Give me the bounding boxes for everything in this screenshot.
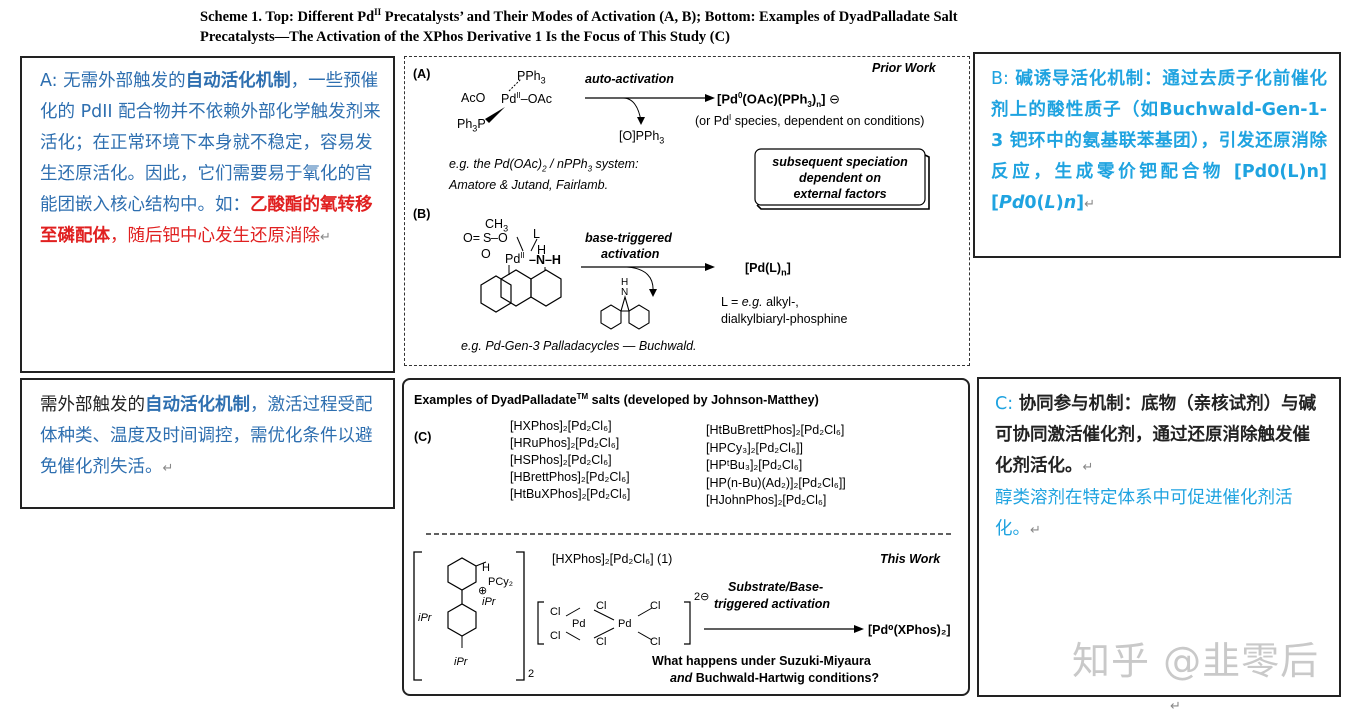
salt-item: [HPCy₃]₂[Pd₂Cl₆]] xyxy=(706,440,803,455)
chloride: Cl xyxy=(550,630,561,642)
annotation-box-auto: 需外部触发的自动活化机制，激活过程受配体种类、温度及时间调控，需优化条件以避免催… xyxy=(20,378,395,509)
pd0-xphos-product: [Pd⁰(XPhos)₂] xyxy=(868,623,951,637)
phosphonium-charge: ⊕ xyxy=(478,585,488,597)
scheme-panel-ab: (A) Prior Work PPh3 AcO PdII–OAc Ph3P au… xyxy=(404,56,970,366)
salt-item: [HXPhos]₂[Pd₂Cl₆] xyxy=(510,419,612,433)
amine-h: H xyxy=(537,243,547,257)
auto-activation-label: auto-activation xyxy=(585,72,674,86)
annotation-box-b: B: 碱诱导活化机制：通过去质子化前催化剂上的酸性质子（如Buchwald-Ge… xyxy=(973,52,1341,258)
sulfonyl-o-eq: O= xyxy=(463,231,481,245)
ligand-l: L xyxy=(533,227,540,241)
methyl-group: CH3 xyxy=(485,217,509,234)
annotation-box-c: C: 协同参与机制：底物（亲核试剂）与碱可协同激活催化剂，通过还原消除触发催化剂… xyxy=(977,377,1341,697)
pd-i-note: (or PdI species, dependent on conditions… xyxy=(695,113,925,129)
salt-item: [HBrettPhos]₂[Pd₂Cl₆] xyxy=(510,470,630,484)
ligand-type: dialkylbiaryl-phosphine xyxy=(721,312,848,326)
ph3p-ligand: Ph3P xyxy=(457,117,486,134)
bridging-chloride: Cl xyxy=(596,636,607,648)
ipr-right: iPr xyxy=(482,596,496,608)
panel-a-label: (A) xyxy=(413,67,431,81)
pph3-ligand: PPh3 xyxy=(517,69,546,86)
panel-b-structures xyxy=(480,236,715,330)
salt-stoichiometry: 2 xyxy=(528,668,535,680)
pd-dimer-right: Pd xyxy=(618,618,632,630)
zhihu-watermark: 知乎 @韭零后 xyxy=(1072,639,1320,683)
salt-item: [HtBuBrettPhos]₂[Pd₂Cl₆] xyxy=(706,423,845,437)
pd-l-product: [Pd(L)n] xyxy=(745,261,791,278)
this-work-label: This Work xyxy=(880,552,941,566)
panel-c-label: (C) xyxy=(414,430,432,444)
page-return-mark: ↵ xyxy=(1170,698,1181,713)
compound-1-formula: [HXPhos]₂[Pd₂Cl₆] (1) xyxy=(552,552,673,566)
base-triggered-label: base-triggered xyxy=(585,231,672,245)
salt-item: [HPᵗBu₃]₂[Pd₂Cl₆] xyxy=(706,458,803,472)
salt-item: [HSPhos]₂[Pd₂Cl₆] xyxy=(510,453,612,467)
triggered-activation-label: triggered activation xyxy=(714,597,830,611)
sulfur: S xyxy=(483,231,492,245)
chloride: Cl xyxy=(550,606,561,618)
dimer-charge: 2⊖ xyxy=(694,591,710,603)
pcy2-group: PCy₂ xyxy=(488,576,514,588)
scheme-caption: Scheme 1. Top: Different PdII Precatalys… xyxy=(200,7,958,45)
pd-center-a: PdII–OAc xyxy=(501,91,553,107)
sulfonate-o: –O xyxy=(491,231,508,245)
panel-b-label: (B) xyxy=(413,207,431,221)
nh-group: –N–H xyxy=(529,253,561,267)
pd0-product: [Pd0(OAc)(PPh3)n] ⊖ xyxy=(717,91,840,109)
ipr-bottom: iPr xyxy=(454,656,468,668)
ipr-left: iPr xyxy=(418,612,432,624)
question-line2: and Buchwald-Hartwig conditions? xyxy=(670,671,880,685)
scheme-panel-c: Examples of DyadPalladateTM salts (devel… xyxy=(402,378,970,696)
bridging-chloride: Cl xyxy=(596,600,607,612)
prior-work-label: Prior Work xyxy=(872,61,936,75)
pd-oac-example: e.g. the Pd(OAc)2 / nPPh3 system: xyxy=(449,157,639,174)
salt-list-left: [HXPhos]₂[Pd₂Cl₆] [HRuPhos]₂[Pd₂Cl₆] [HS… xyxy=(510,418,630,503)
annotation-box-a: A: 无需外部触发的自动活化机制，一些预催化的 PdII 配合物并不依赖外部化学… xyxy=(20,56,395,373)
pd-dimer-left: Pd xyxy=(572,618,586,630)
activation-label: activation xyxy=(601,247,660,261)
citation-amatore: Amatore & Jutand, Fairlamb. xyxy=(449,178,609,192)
phosphonium-h: H xyxy=(482,562,490,574)
acetate-left: AcO xyxy=(461,91,486,105)
carbazole-n: N xyxy=(621,287,629,298)
salt-item: [HRuPhos]₂[Pd₂Cl₆] xyxy=(510,436,620,450)
gen3-citation: e.g. Pd-Gen-3 Palladacycles — Buchwald. xyxy=(461,339,697,353)
chloride: Cl xyxy=(650,600,661,612)
pd-center-b: PdII xyxy=(505,251,525,267)
question-line1: What happens under Suzuki-Miyaura xyxy=(652,654,871,668)
sulfonyl-o: O xyxy=(481,247,491,261)
phosphine-oxide: [O]PPh3 xyxy=(619,129,665,146)
salt-item: [HtBuXPhos]₂[Pd₂Cl₆] xyxy=(510,487,631,501)
salt-list-right: [HtBuBrettPhos]₂[Pd₂Cl₆] [HPCy₃]₂[Pd₂Cl₆… xyxy=(706,422,846,510)
chloride: Cl xyxy=(650,636,661,648)
substrate-base-label: Substrate/Base- xyxy=(728,580,824,594)
salt-item: [HJohnPhos]₂[Pd₂Cl₆] xyxy=(706,493,827,507)
panel-a-bonds xyxy=(485,78,930,210)
salt-item: [HP(n-Bu)(Ad₂)]₂[Pd₂Cl₆]] xyxy=(706,475,846,490)
panel-c-structures xyxy=(413,533,952,681)
dyadpalladate-title: Examples of DyadPalladateTM salts (devel… xyxy=(414,392,819,408)
ligand-definition: L = e.g. alkyl-, xyxy=(721,295,799,309)
carbazole-h: H xyxy=(621,277,629,288)
